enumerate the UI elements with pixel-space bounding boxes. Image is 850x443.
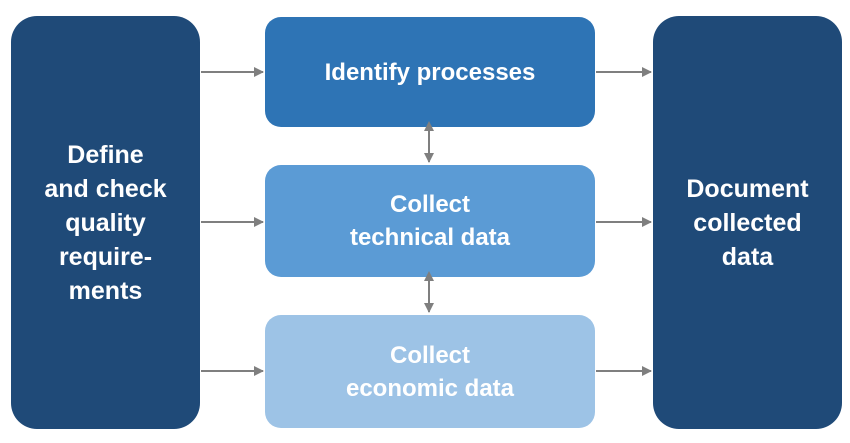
collect-technical-data-box: Collect technical data xyxy=(265,165,595,277)
collect-economic-data-box: Collect economic data xyxy=(265,315,595,428)
collect-technical-data-label: Collect technical data xyxy=(349,191,511,251)
define-quality-requirements-label: Define and check quality require- ments xyxy=(44,140,167,305)
document-collected-data-box: Document collected data xyxy=(653,16,842,429)
collect-economic-data-label: Collect economic data xyxy=(345,341,515,402)
define-quality-requirements-box: Define and check quality require- ments xyxy=(11,16,200,429)
document-collected-data-label: Document collected data xyxy=(686,174,809,271)
identify-processes-box: Identify processes xyxy=(265,17,595,127)
identify-processes-label: Identify processes xyxy=(324,58,536,86)
